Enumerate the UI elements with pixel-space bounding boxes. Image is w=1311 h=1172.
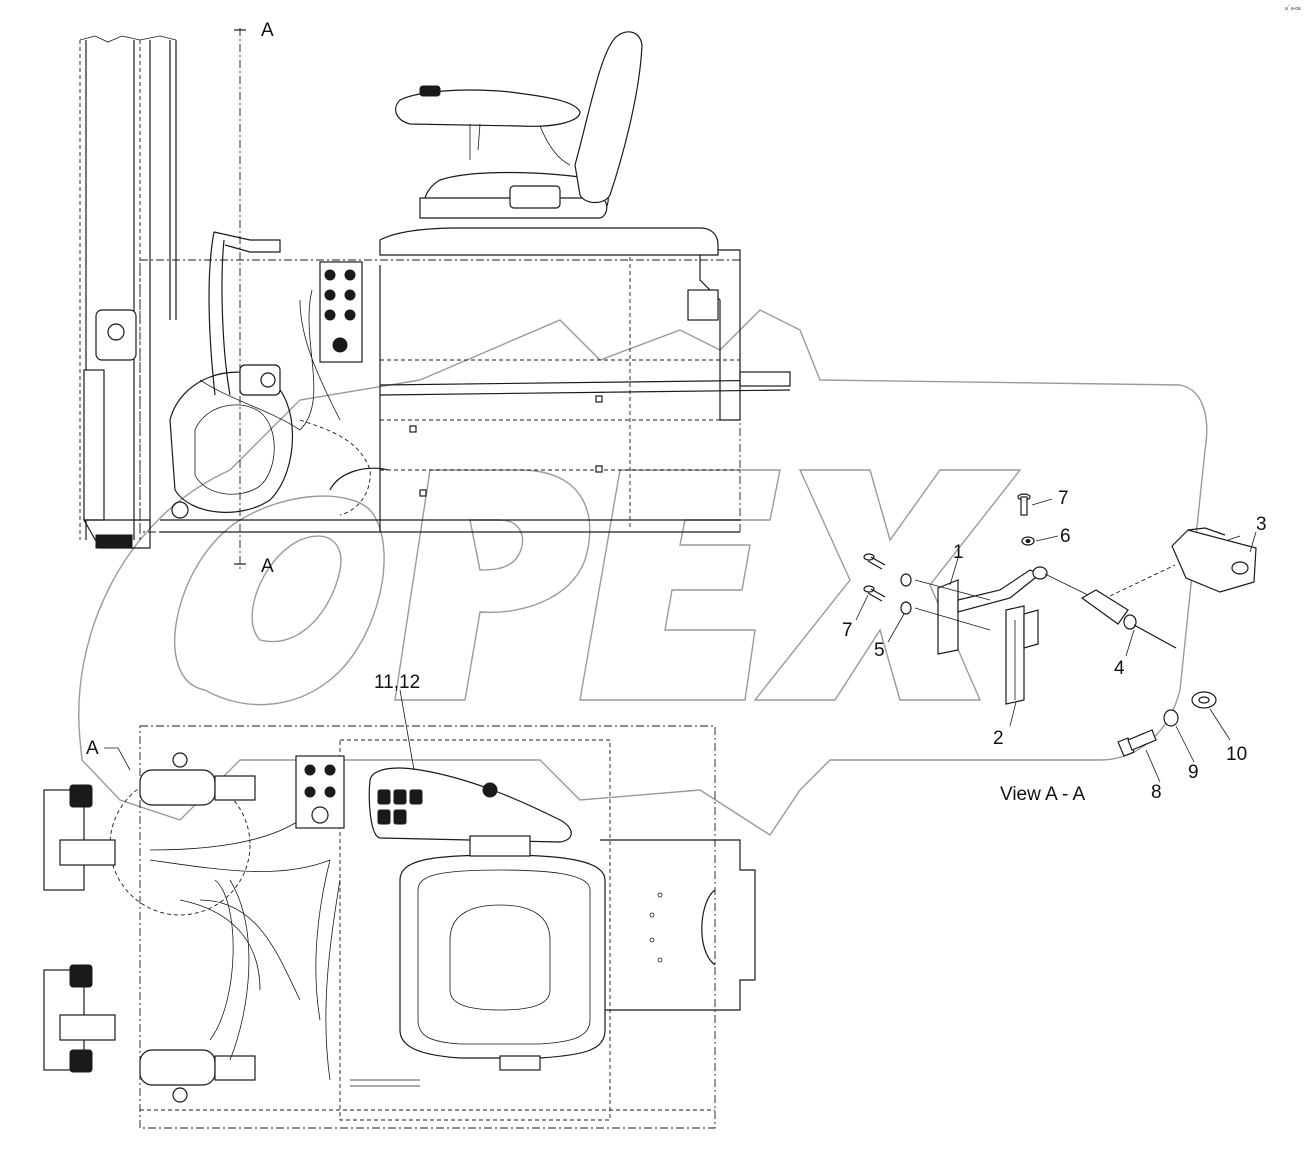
callout-11-12: 11,12 [374, 672, 420, 693]
corner-mark: a‾ a⊲a [1285, 5, 1301, 12]
callout-7-top: 7 [1058, 488, 1069, 509]
part-bracket-1 [914, 566, 1048, 655]
callout-10: 10 [1226, 744, 1247, 765]
callout-8: 8 [1151, 782, 1162, 803]
callout-9: 9 [1188, 762, 1199, 783]
control-valve-plan [295, 755, 345, 829]
joystick-armrest [368, 767, 572, 843]
view-title: View A - A [1000, 784, 1086, 805]
callouts: 1 2 3 4 5 6 7 7 8 9 10 11,12 View A - A [374, 488, 1267, 805]
opex-watermark [78, 309, 1208, 836]
part-washers-5 [900, 573, 912, 615]
detail-mark-a: A [86, 738, 99, 759]
part-bolts-7-left [863, 553, 886, 602]
section-mark-top: A [261, 20, 274, 41]
callout-4: 4 [1114, 658, 1125, 679]
lever-assembly [199, 231, 301, 431]
callout-6: 6 [1060, 526, 1071, 547]
part-washer-10 [1191, 691, 1217, 709]
side-view-truck [79, 31, 791, 549]
chassis [139, 249, 791, 533]
carriage-plan [43, 769, 256, 1086]
part-plate-3 [1171, 527, 1257, 593]
callout-7-left: 7 [842, 620, 853, 641]
section-line-a-a: A A [234, 20, 274, 577]
callout-3: 3 [1256, 514, 1267, 535]
operator-seat [379, 31, 719, 256]
mast [79, 35, 177, 549]
section-mark-bottom: A [261, 556, 274, 577]
part-bolt-8 [1117, 729, 1157, 757]
part-arm-2 [1005, 605, 1039, 705]
plan-view-truck: A [43, 725, 756, 1129]
drive-unit [169, 371, 389, 519]
control-valve [299, 261, 363, 431]
callout-1: 1 [953, 542, 964, 563]
callout-5: 5 [874, 640, 885, 661]
seat-plan [399, 835, 606, 1071]
leader-lines [399, 498, 1257, 783]
part-lockwasher-9 [1163, 709, 1179, 727]
callout-2: 2 [993, 728, 1004, 749]
view-a-a-exploded [863, 493, 1257, 757]
part-bolt-7-top [1017, 493, 1031, 516]
part-nut-6 [1021, 536, 1035, 546]
part-sensor-4 [1044, 564, 1177, 649]
